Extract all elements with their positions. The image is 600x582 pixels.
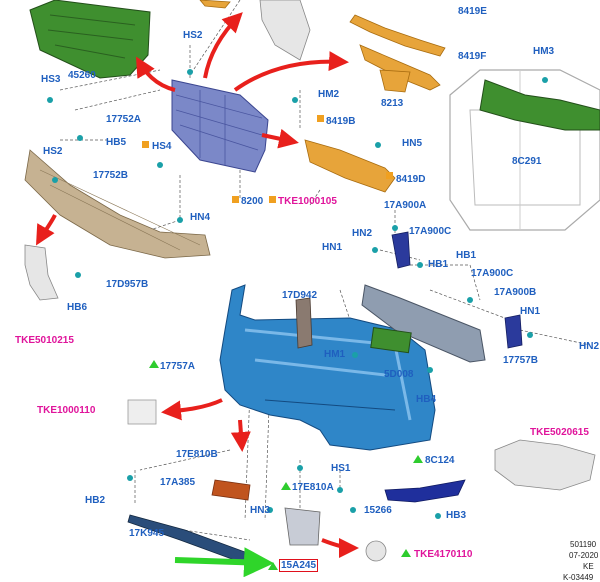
label-hn1-1[interactable]: HN1	[322, 242, 343, 253]
tan-lower-bumper	[24, 149, 211, 259]
label-8419f[interactable]: 8419F	[458, 51, 487, 62]
label-tke5010215[interactable]: TKE5010215	[15, 335, 74, 346]
label-8419e[interactable]: 8419E	[458, 6, 487, 17]
blue-grille-part	[171, 79, 269, 173]
navy-bracket-17a900b	[504, 314, 523, 349]
label-hm3[interactable]: HM3	[533, 46, 555, 57]
orange-grille-trim-8419f	[359, 44, 441, 91]
label-17757b[interactable]: 17757B	[503, 355, 539, 366]
label-8c291[interactable]: 8C291	[512, 156, 542, 167]
grey-bracket-left	[24, 244, 59, 301]
diagram-code-1: 501190	[570, 540, 597, 549]
label-hs2-top[interactable]: HS2	[183, 30, 203, 41]
label-17a900a[interactable]: 17A900A	[384, 200, 427, 211]
label-hn2[interactable]: HN2	[352, 228, 373, 239]
orange-grille-trim-top	[199, 0, 231, 9]
label-17e810b[interactable]: 17E810B	[176, 449, 218, 460]
grey-cap-tke4170110	[365, 540, 387, 562]
grey-bracket-17d942	[295, 297, 313, 349]
label-hn4[interactable]: HN4	[190, 212, 211, 223]
label-8213[interactable]: 8213	[381, 98, 404, 109]
grey-skid-plate	[494, 439, 596, 491]
label-hn1-2[interactable]: HN1	[520, 306, 541, 317]
label-hn3[interactable]: HN3	[250, 505, 271, 516]
label-15a245-highlighted[interactable]: 15A245	[278, 559, 319, 572]
label-15266[interactable]: 15266	[364, 505, 392, 516]
orange-grille-trim-8419e	[349, 14, 446, 57]
label-tke1000110[interactable]: TKE1000110	[37, 405, 96, 416]
label-hn2-right[interactable]: HN2	[579, 341, 600, 352]
orange-emblem-8213	[379, 69, 411, 93]
label-8c124[interactable]: 8C124	[425, 455, 455, 466]
label-17757a[interactable]: 17757A	[160, 361, 196, 372]
diagram-code-4: K-03449	[563, 573, 594, 582]
radiator-support-frame	[449, 69, 600, 231]
green-bracket-5d008	[370, 327, 412, 354]
label-17a900c-1[interactable]: 17A900C	[409, 226, 452, 237]
label-17d957b[interactable]: 17D957B	[106, 279, 149, 290]
label-17k945[interactable]: 17K945	[129, 528, 165, 539]
label-17a900b[interactable]: 17A900B	[494, 287, 537, 298]
label-hs1[interactable]: HS1	[331, 463, 351, 474]
label-hb5[interactable]: HB5	[106, 137, 127, 148]
label-5d008[interactable]: 5D008	[384, 369, 414, 380]
diagram-code-2: 07-2020	[569, 551, 599, 560]
label-hn5[interactable]: HN5	[402, 138, 423, 149]
navy-trim-8c124	[384, 479, 466, 503]
green-grille-part	[29, 0, 151, 79]
brown-panel-17a385	[211, 479, 251, 501]
label-hs4[interactable]: HS4	[152, 141, 172, 152]
label-hm2[interactable]: HM2	[318, 89, 340, 100]
diagram-code-3: KE	[583, 562, 594, 571]
label-hm1[interactable]: HM1	[324, 349, 346, 360]
label-hb4[interactable]: HB4	[416, 394, 437, 405]
label-8200[interactable]: 8200	[241, 196, 264, 207]
label-17a900c-2[interactable]: 17A900C	[471, 268, 514, 279]
tow-hook-bracket	[284, 507, 321, 546]
label-45260[interactable]: 45260	[68, 70, 96, 81]
grey-plate-tke1000110	[127, 399, 157, 425]
label-tke4170110[interactable]: TKE4170110	[414, 549, 473, 560]
grey-shield-top	[259, 0, 311, 61]
label-8419b[interactable]: 8419B	[326, 116, 356, 127]
label-17752a[interactable]: 17752A	[106, 114, 142, 125]
label-hs2-left[interactable]: HS2	[43, 146, 63, 157]
label-hb2[interactable]: HB2	[85, 495, 106, 506]
label-hb1-2[interactable]: HB1	[456, 250, 477, 261]
label-17752b[interactable]: 17752B	[93, 170, 129, 181]
label-17d942[interactable]: 17D942	[282, 290, 318, 301]
label-hb1-1[interactable]: HB1	[428, 259, 449, 270]
label-hb6[interactable]: HB6	[67, 302, 88, 313]
navy-bracket-17a900a	[391, 231, 411, 269]
label-8419d[interactable]: 8419D	[396, 174, 426, 185]
green-seal-8c291	[479, 79, 600, 131]
label-tke1000105[interactable]: TKE1000105	[278, 196, 337, 207]
label-17a385[interactable]: 17A385	[160, 477, 196, 488]
label-tke5020615[interactable]: TKE5020615	[530, 427, 589, 438]
orange-grille-trim-8419d	[304, 139, 396, 193]
grey-bumper-beam	[361, 284, 486, 363]
label-hb3[interactable]: HB3	[446, 510, 467, 521]
label-hs3[interactable]: HS3	[41, 74, 61, 85]
label-17e810a[interactable]: 17E810A	[292, 482, 334, 493]
